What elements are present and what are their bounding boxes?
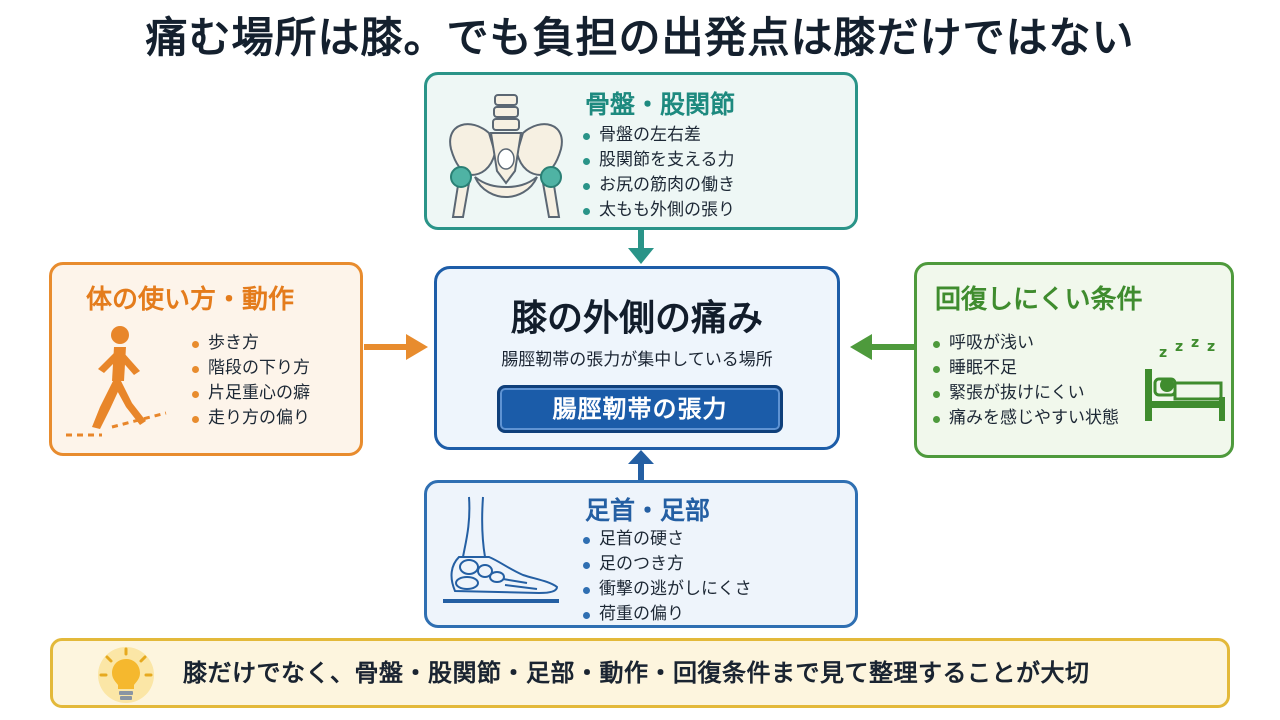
list-item: 痛みを感じやすい状態	[931, 406, 1119, 431]
svg-text:z: z	[1159, 345, 1167, 361]
page-title: 痛む場所は膝。でも負担の出発点は膝だけではない	[145, 13, 1135, 62]
list-item: 股関節を支える力	[581, 148, 735, 173]
pelvis-hip-list: 骨盤の左右差 股関節を支える力 お尻の筋肉の働き 太もも外側の張り	[581, 123, 735, 223]
sleeping-person-icon: z z z z	[1139, 335, 1229, 431]
svg-text:z: z	[1175, 339, 1183, 355]
summary-banner: 膝だけでなく、骨盤・股関節・足部・動作・回復条件まで見て整理することが大切	[50, 638, 1230, 708]
list-item: お尻の筋肉の働き	[581, 173, 735, 198]
list-item: 睡眠不足	[931, 356, 1119, 381]
movement-heading: 体の使い方・動作	[86, 285, 295, 315]
movement-box: 体の使い方・動作 歩き方 階段の下り方 片足重心の癖 走り方の偏り	[49, 262, 363, 456]
summary-message: 膝だけでなく、骨盤・股関節・足部・動作・回復条件まで見て整理することが大切	[183, 659, 1090, 687]
arrow-down-icon	[628, 230, 654, 264]
svg-text:z: z	[1207, 339, 1215, 355]
ankle-foot-box: 足首・足部 足首の硬さ 足のつき方 衝撃の逃がしにくさ 荷重の偏り	[424, 480, 858, 628]
lightbulb-icon	[95, 645, 157, 709]
recovery-box: 回復しにくい条件 呼吸が浅い 睡眠不足 緊張が抜けにくい 痛みを感じやすい状態 …	[914, 262, 1234, 458]
list-item: 走り方の偏り	[190, 406, 310, 431]
list-item: 呼吸が浅い	[931, 331, 1119, 356]
walking-person-icon	[62, 323, 172, 447]
list-item: 歩き方	[190, 331, 310, 356]
pelvis-icon	[441, 93, 569, 223]
list-item: 荷重の偏り	[581, 602, 752, 627]
foot-skeleton-icon	[439, 495, 563, 619]
recovery-heading: 回復しにくい条件	[935, 285, 1143, 315]
list-item: 足首の硬さ	[581, 527, 752, 552]
arrow-up-icon	[628, 450, 654, 482]
svg-text:z: z	[1191, 337, 1199, 351]
list-item: 足のつき方	[581, 552, 752, 577]
ankle-foot-list: 足首の硬さ 足のつき方 衝撃の逃がしにくさ 荷重の偏り	[581, 527, 752, 627]
it-band-tension-badge: 腸脛靭帯の張力	[497, 385, 783, 433]
arrow-right-icon	[364, 334, 428, 360]
pelvis-hip-heading: 骨盤・股関節	[585, 90, 736, 119]
arrow-left-icon	[850, 334, 914, 360]
list-item: 骨盤の左右差	[581, 123, 735, 148]
list-item: 太もも外側の張り	[581, 198, 735, 223]
center-subtitle: 腸脛靭帯の張力が集中している場所	[501, 350, 773, 370]
pelvis-hip-box: 骨盤・股関節 骨盤の左右差 股関節を支える力 お尻の筋肉の働き 太もも外側の張り	[424, 72, 858, 230]
list-item: 片足重心の癖	[190, 381, 310, 406]
ankle-foot-heading: 足首・足部	[585, 496, 711, 525]
list-item: 緊張が抜けにくい	[931, 381, 1119, 406]
list-item: 階段の下り方	[190, 356, 310, 381]
center-heading: 膝の外側の痛み	[510, 298, 763, 339]
movement-list: 歩き方 階段の下り方 片足重心の癖 走り方の偏り	[190, 331, 310, 431]
knee-pain-center-box: 膝の外側の痛み 腸脛靭帯の張力が集中している場所 腸脛靭帯の張力	[434, 266, 840, 450]
recovery-list: 呼吸が浅い 睡眠不足 緊張が抜けにくい 痛みを感じやすい状態	[931, 331, 1119, 431]
list-item: 衝撃の逃がしにくさ	[581, 577, 752, 602]
